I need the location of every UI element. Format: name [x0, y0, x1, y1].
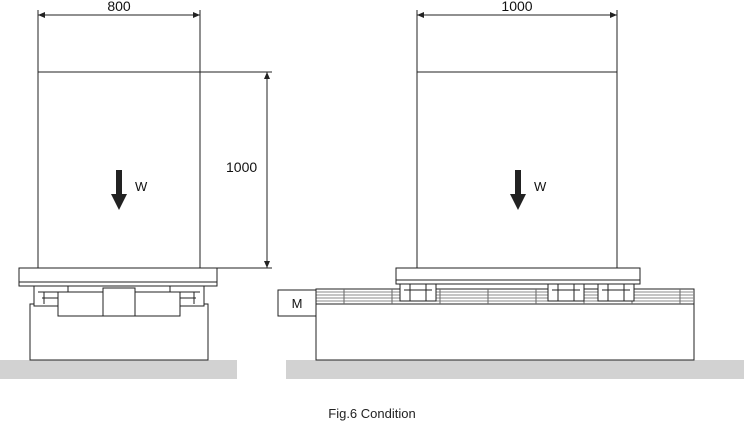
right-load-arrow: [510, 170, 526, 210]
right-carriage-2: [547, 283, 585, 302]
right-width-label: 1000: [501, 0, 532, 14]
left-view: [0, 10, 272, 379]
left-width-label: 800: [107, 0, 131, 14]
motor-label: M: [292, 296, 303, 311]
left-load-arrow: [111, 170, 127, 210]
left-ground: [0, 360, 237, 379]
right-carriage-3: [597, 283, 635, 302]
left-height-label: 1000: [226, 159, 257, 175]
right-ground: [286, 360, 744, 379]
left-center-block: [102, 287, 136, 317]
right-table: [395, 267, 641, 285]
right-base: [315, 303, 695, 361]
motor-box: [277, 289, 317, 317]
left-carriage-right: [174, 291, 200, 304]
right-carriage-1: [399, 283, 437, 302]
right-load-label: W: [534, 179, 547, 194]
left-carriage-left: [38, 291, 64, 304]
left-table: [18, 267, 218, 287]
left-load-label: W: [135, 179, 148, 194]
right-rail: [315, 288, 695, 305]
right-view: [277, 10, 744, 379]
figure-caption: Fig.6 Condition: [328, 406, 416, 421]
